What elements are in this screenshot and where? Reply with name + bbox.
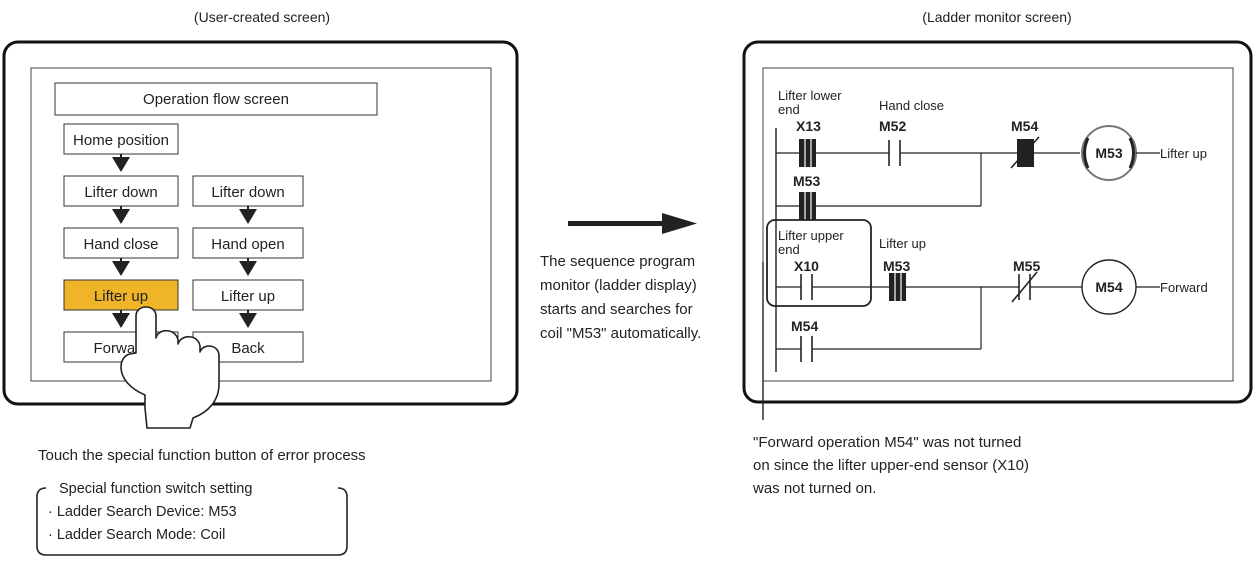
flow-arrow-icon	[112, 261, 130, 276]
contact-m53-on[interactable]	[799, 192, 816, 220]
flow-step-hand-close[interactable]	[63, 227, 179, 259]
switch-setting-title: Special function switch setting	[59, 481, 252, 497]
contact-comment: Hand close	[879, 98, 944, 113]
touch-instruction: Touch the special function button of err…	[38, 447, 366, 464]
flow-step-label: Hand open	[211, 236, 284, 253]
right-arrow-icon	[662, 213, 697, 234]
flow-step-label: Lifter up	[94, 288, 148, 305]
transition-note-line: coil "M53" automatically.	[540, 325, 701, 342]
switch-setting-item: · Ladder Search Mode: Coil	[48, 527, 225, 543]
flow-step-label: Hand close	[83, 236, 158, 253]
flow-step-hand-open[interactable]	[192, 227, 304, 259]
contact-comment: end	[778, 242, 800, 257]
flow-arrow-icon	[239, 209, 257, 224]
highlight-frame-x10	[766, 219, 872, 307]
contact-x13-on[interactable]	[799, 139, 816, 167]
operation-flow-title: Operation flow screen	[143, 91, 289, 108]
ladder-note-line: "Forward operation M54" was not turned	[753, 434, 1021, 451]
flow-arrow-icon	[239, 313, 257, 328]
flow-step-lifter-down[interactable]	[63, 175, 179, 207]
flow-step-label: Lifter down	[84, 184, 157, 201]
flow-step-label: Lifter up	[221, 288, 275, 305]
contact-comment: end	[778, 102, 800, 117]
contact-device: M53	[883, 258, 910, 274]
contact-m53-on-2[interactable]	[889, 273, 906, 301]
contact-device: X13	[796, 118, 821, 134]
ladder-note-line: on since the lifter upper-end sensor (X1…	[753, 457, 1029, 474]
contact-comment: Lifter up	[879, 236, 926, 251]
flow-arrow-icon	[239, 261, 257, 276]
coil-comment: Forward	[1160, 280, 1208, 295]
contact-device: M54	[1011, 118, 1038, 134]
switch-setting-item: · Ladder Search Device: M53	[48, 504, 237, 520]
contact-device: M54	[791, 318, 818, 334]
contact-device: M53	[793, 173, 820, 189]
flow-arrow-icon	[112, 313, 130, 328]
contact-device: M52	[879, 118, 906, 134]
contact-device: X10	[794, 258, 819, 274]
ladder-rung-1: Lifter lower end X13 Hand close M52 M54 …	[776, 88, 1207, 222]
user-screen-panel: (User-created screen) Operation flow scr…	[2, 9, 519, 556]
flow-step-lifter-down-2[interactable]	[192, 175, 304, 207]
flow-step-lifter-up-highlighted[interactable]	[63, 279, 179, 311]
coil-device: M54	[1095, 279, 1122, 295]
ladder-monitor-panel: (Ladder monitor screen) Lifter lower end…	[742, 9, 1253, 420]
flow-arrow-icon	[112, 209, 130, 224]
contact-device: M55	[1013, 258, 1040, 274]
contact-comment: Lifter upper	[778, 228, 844, 243]
ladder-monitor-display	[762, 67, 1234, 382]
coil-device: M53	[1095, 145, 1122, 161]
ladder-rung-2: Lifter upper end X10 Lifter up M53 M55 M…	[766, 219, 1208, 362]
transition-note-line: starts and searches for	[540, 301, 693, 318]
user-screen-display	[30, 67, 492, 382]
coil-comment: Lifter up	[1160, 146, 1207, 161]
transition-arrow	[568, 213, 697, 234]
transition-note-line: monitor (ladder display)	[540, 277, 697, 294]
switch-setting-box: Special function switch setting · Ladder…	[36, 478, 348, 556]
pointing-hand-icon	[120, 306, 220, 429]
contact-comment: Lifter lower	[778, 88, 842, 103]
flow-step-label: Lifter down	[211, 184, 284, 201]
user-screen-caption: (User-created screen)	[194, 9, 330, 25]
transition-note-line: The sequence program	[540, 253, 695, 270]
flow-step-home-position[interactable]	[63, 123, 179, 155]
flow-step-label: Back	[231, 340, 265, 357]
ladder-monitor-caption: (Ladder monitor screen)	[922, 9, 1071, 25]
flow-step-label: Home position	[73, 132, 169, 149]
operation-flow-title-box	[54, 82, 378, 116]
flow-arrow-icon	[112, 157, 130, 172]
ladder-note-line: was not turned on.	[752, 480, 876, 497]
